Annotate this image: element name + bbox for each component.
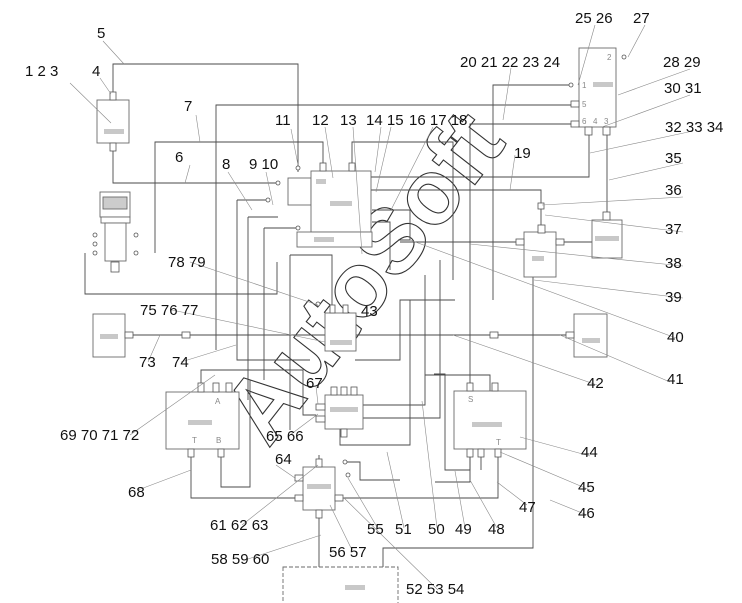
callout: 20 21 22 23 24 xyxy=(460,54,560,71)
hydraulic-motor-left: A T B xyxy=(165,382,240,458)
callout: 51 xyxy=(395,521,412,538)
callout: 44 xyxy=(581,444,598,461)
callout: 40 xyxy=(667,329,684,346)
callout-numbers: 1 2 3 4 5 6 7 8 9 10 11 12 13 14 15 16 1… xyxy=(25,10,723,598)
port-label: A xyxy=(215,397,221,406)
port-label: 2 xyxy=(607,53,612,62)
callout: 7 xyxy=(184,98,192,115)
callout: 74 xyxy=(172,354,189,371)
port-label: 5 xyxy=(582,100,587,109)
hydraulic-motor-right: S T xyxy=(453,382,527,458)
callout: 48 xyxy=(488,521,505,538)
callout: 6 xyxy=(175,149,183,166)
callout: 13 xyxy=(340,112,357,129)
callout: 69 70 71 72 xyxy=(60,427,139,444)
callout: 8 xyxy=(222,156,230,173)
callout: 11 xyxy=(275,112,291,129)
callout: 49 xyxy=(455,521,472,538)
cooling-bypass-valve xyxy=(294,458,351,519)
callout: 35 xyxy=(665,150,682,167)
callout: 16 17 18 xyxy=(409,112,467,129)
callout: 42 xyxy=(587,375,604,392)
port-label: 6 xyxy=(582,117,587,126)
callout: 56 57 xyxy=(329,544,367,561)
callout: 36 xyxy=(665,182,682,199)
callout: 1 2 3 xyxy=(25,63,58,80)
port-label: T xyxy=(192,436,197,445)
port-label: 1 xyxy=(582,81,587,90)
port-label: S xyxy=(468,395,473,404)
callout: 75 76 77 xyxy=(140,302,198,319)
callout: 65 66 xyxy=(266,428,304,445)
callout: 9 10 xyxy=(249,156,278,173)
callout: 19 xyxy=(514,145,531,162)
steering-valve-group xyxy=(315,386,364,438)
brake-right xyxy=(489,313,608,358)
callout: 73 xyxy=(139,354,156,371)
callout: 12 xyxy=(312,112,329,129)
callout: 68 xyxy=(128,484,145,501)
oil-cooler xyxy=(282,566,399,603)
callout: 5 xyxy=(97,25,105,42)
power-valve-group: 1 2 5 6 4 3 xyxy=(568,47,627,136)
callout: 46 xyxy=(578,505,595,522)
main-pump xyxy=(515,202,565,278)
callout: 64 xyxy=(275,451,292,468)
callout: 67 xyxy=(306,375,323,392)
callout: 41 xyxy=(667,371,684,388)
central-valve xyxy=(315,301,357,352)
callout: 78 79 xyxy=(168,254,206,271)
callout: 43 xyxy=(361,303,378,320)
brake-left xyxy=(92,313,191,358)
callout: 50 xyxy=(428,521,445,538)
callout: 47 xyxy=(519,499,536,516)
travel-controller xyxy=(265,162,373,248)
port-label: 4 xyxy=(593,117,598,126)
callout: 39 xyxy=(665,289,682,306)
port-label: T xyxy=(496,438,501,447)
accumulator xyxy=(96,91,130,152)
callout: 52 53 54 xyxy=(406,581,464,598)
callout: 28 29 xyxy=(663,54,701,71)
callout: 45 xyxy=(578,479,595,496)
brake-pedal-valve xyxy=(92,191,139,273)
callout: 55 xyxy=(367,521,384,538)
callout: 61 62 63 xyxy=(210,517,268,534)
leader-lines xyxy=(69,24,694,591)
callout: 25 26 xyxy=(575,10,613,27)
cooling-valve-group xyxy=(591,211,623,259)
port-label: B xyxy=(216,436,221,445)
callout: 58 59 60 xyxy=(211,551,269,568)
callout: 32 33 34 xyxy=(665,119,723,136)
callout: 27 xyxy=(633,10,650,27)
callout: 38 xyxy=(665,255,682,272)
port-label: 3 xyxy=(604,117,609,126)
callout: 4 xyxy=(92,63,100,80)
callout: 30 31 xyxy=(664,80,702,97)
callout: 37 xyxy=(665,221,682,238)
callout: 14 15 xyxy=(366,112,404,129)
